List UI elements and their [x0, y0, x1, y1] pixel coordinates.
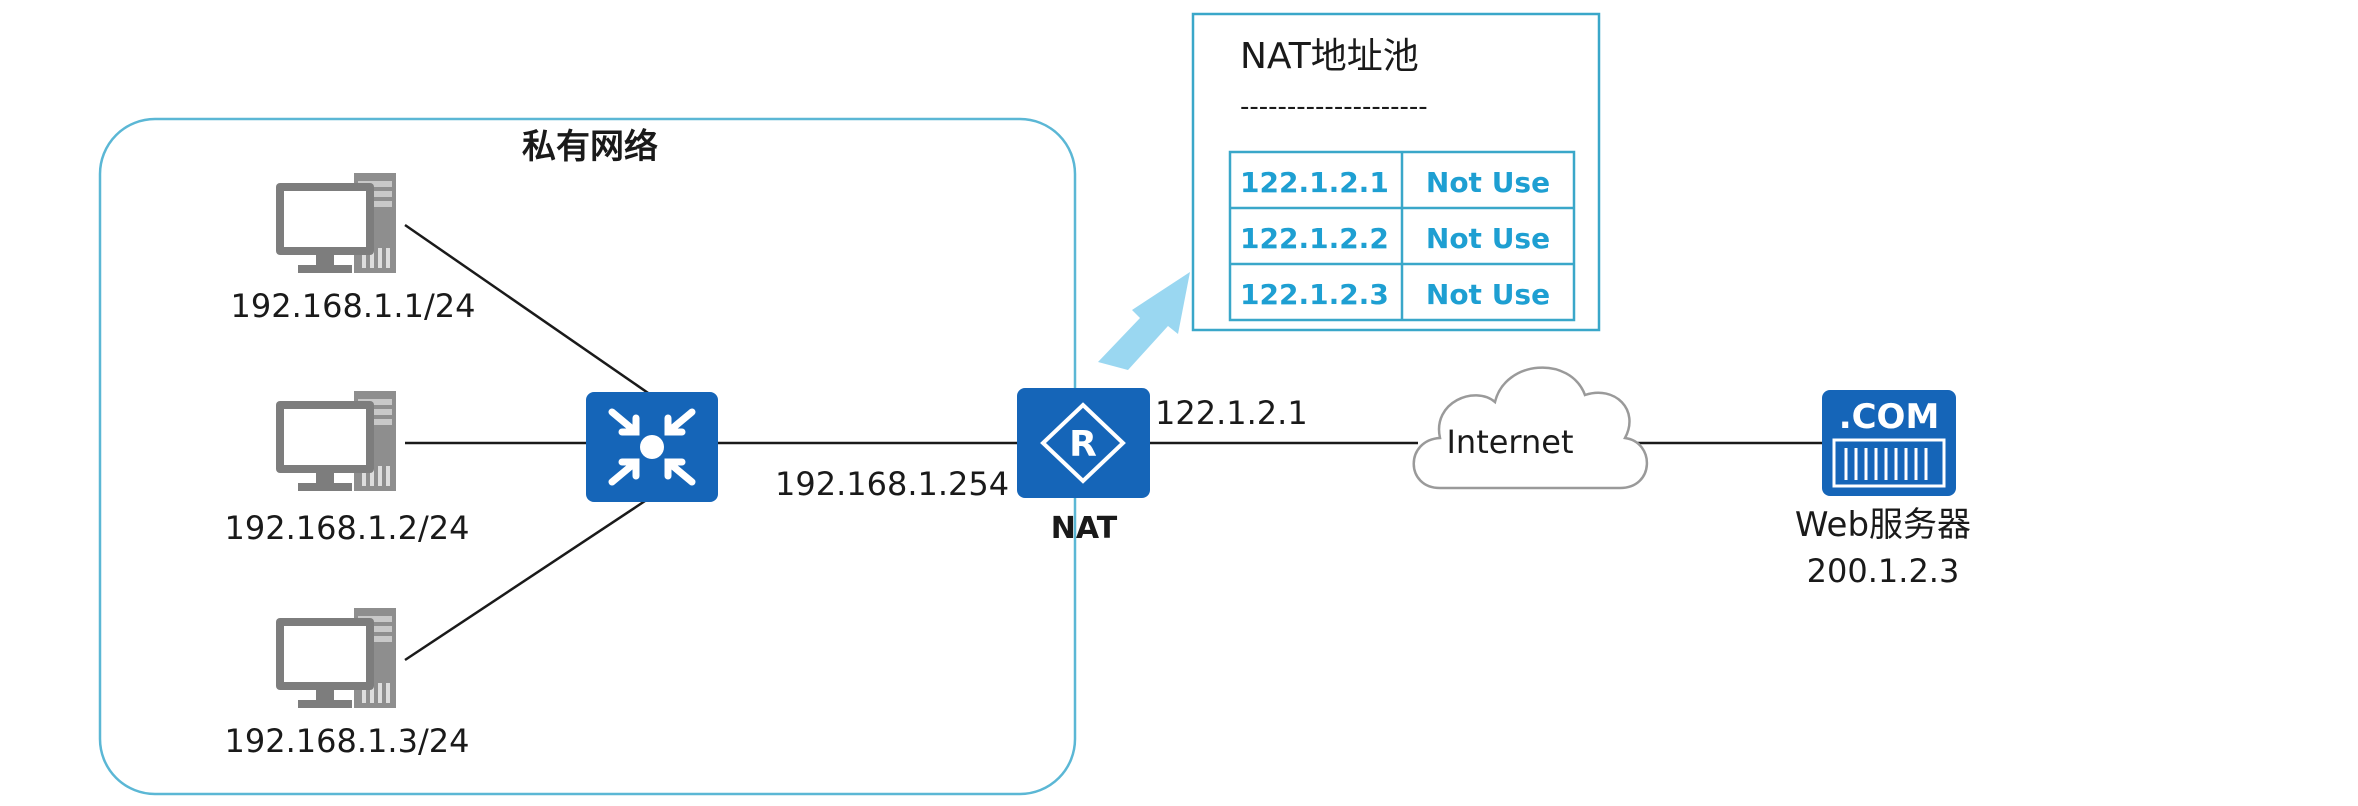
links — [404, 223, 1825, 662]
server-ip: 200.1.2.3 — [1807, 552, 1960, 590]
router-outside-ip: 122.1.2.1 — [1155, 394, 1308, 432]
switch-icon — [586, 392, 718, 502]
host1-ip: 192.168.1.1/24 — [231, 287, 476, 325]
pool-row-3-ip: 122.1.2.3 — [1240, 278, 1389, 311]
nat-pool-box: NAT地址池 -------------------- 122.1.2.1 No… — [1191, 12, 1601, 332]
server-badge: .COM — [1839, 397, 1940, 437]
web-server-icon: .COM — [1822, 390, 1956, 496]
router-inside-ip: 192.168.1.254 — [775, 465, 1009, 503]
nat-pool-separator: -------------------- — [1240, 92, 1428, 122]
router-icon: R — [1017, 388, 1150, 498]
host2-ip: 192.168.1.2/24 — [225, 509, 470, 547]
desktop-pc-icon — [276, 608, 396, 708]
pool-row-1-status: Not Use — [1426, 166, 1550, 199]
router-label: NAT — [1051, 511, 1118, 546]
pool-row-3-status: Not Use — [1426, 278, 1550, 311]
arrow-icon — [1098, 272, 1190, 370]
server-name: Web服务器 — [1795, 505, 1971, 545]
link-host1-switch — [404, 223, 652, 397]
internet-label: Internet — [1446, 423, 1573, 461]
svg-text:R: R — [1069, 424, 1097, 465]
private-network-title: 私有网络 — [522, 127, 658, 167]
pool-row-2-ip: 122.1.2.2 — [1240, 222, 1389, 255]
cloud-icon — [1412, 366, 1649, 490]
link-host3-switch — [404, 495, 652, 662]
host3-ip: 192.168.1.3/24 — [225, 722, 470, 760]
desktop-pc-icon — [276, 391, 396, 491]
desktop-pc-icon — [276, 173, 396, 273]
pool-row-2-status: Not Use — [1426, 222, 1550, 255]
nat-pool-title: NAT地址池 — [1240, 36, 1419, 77]
pool-row-1-ip: 122.1.2.1 — [1240, 166, 1389, 199]
